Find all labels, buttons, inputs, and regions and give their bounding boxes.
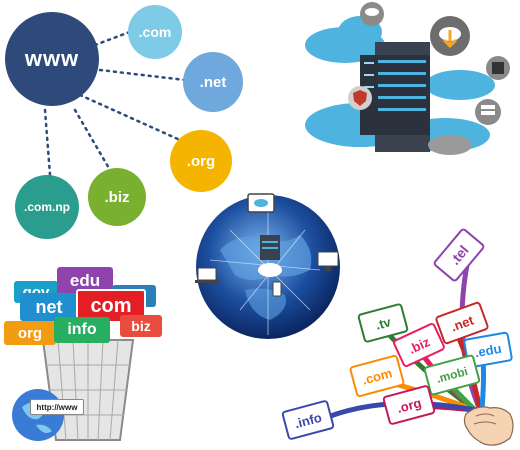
sign-info: info <box>54 317 110 343</box>
biz-label: .biz <box>104 188 130 206</box>
network-icon <box>360 2 384 26</box>
comnp-bubble: .com.np <box>15 175 79 239</box>
server-rack-small-icon <box>260 235 280 260</box>
org-bubble: .org <box>170 130 232 192</box>
monitor-icon <box>247 193 275 213</box>
www-bubble: www <box>5 12 99 106</box>
comnp-label: .com.np <box>23 200 70 214</box>
sign-net: net <box>20 293 78 321</box>
domain-basket-illustration: gov edu net com biz org info http://www <box>0 265 170 450</box>
net-label: .net <box>199 73 227 91</box>
laptop-icon <box>195 267 219 283</box>
net-bubble: .net <box>183 52 243 112</box>
phone-icon <box>272 281 282 297</box>
gear-cloud-icon <box>428 135 472 155</box>
domain-diagram: www .com .net .org .biz .com.np <box>0 0 250 239</box>
security-shield-icon <box>348 86 372 110</box>
sign-org: org <box>4 321 56 345</box>
http-label: http://www <box>30 399 84 415</box>
server-icon <box>475 99 501 125</box>
sign-biz: biz <box>120 315 162 337</box>
cloud-icon <box>258 263 282 277</box>
desktop-icon <box>317 251 339 271</box>
chip-icon <box>486 56 510 80</box>
org-label: .org <box>186 152 216 170</box>
hand-icon <box>463 406 514 446</box>
com-bubble: .com <box>128 5 182 59</box>
com-label: .com <box>138 24 172 40</box>
hand-flags-illustration: .tel .tv .biz .net .edu .com .mobi .org … <box>270 220 520 450</box>
server-rack-icon <box>360 42 430 152</box>
biz-bubble: .biz <box>88 168 146 226</box>
network-globe-illustration <box>195 193 340 339</box>
cloud-upload-icon <box>430 16 470 56</box>
cloud-server-illustration <box>305 2 510 155</box>
www-label: www <box>24 46 80 71</box>
